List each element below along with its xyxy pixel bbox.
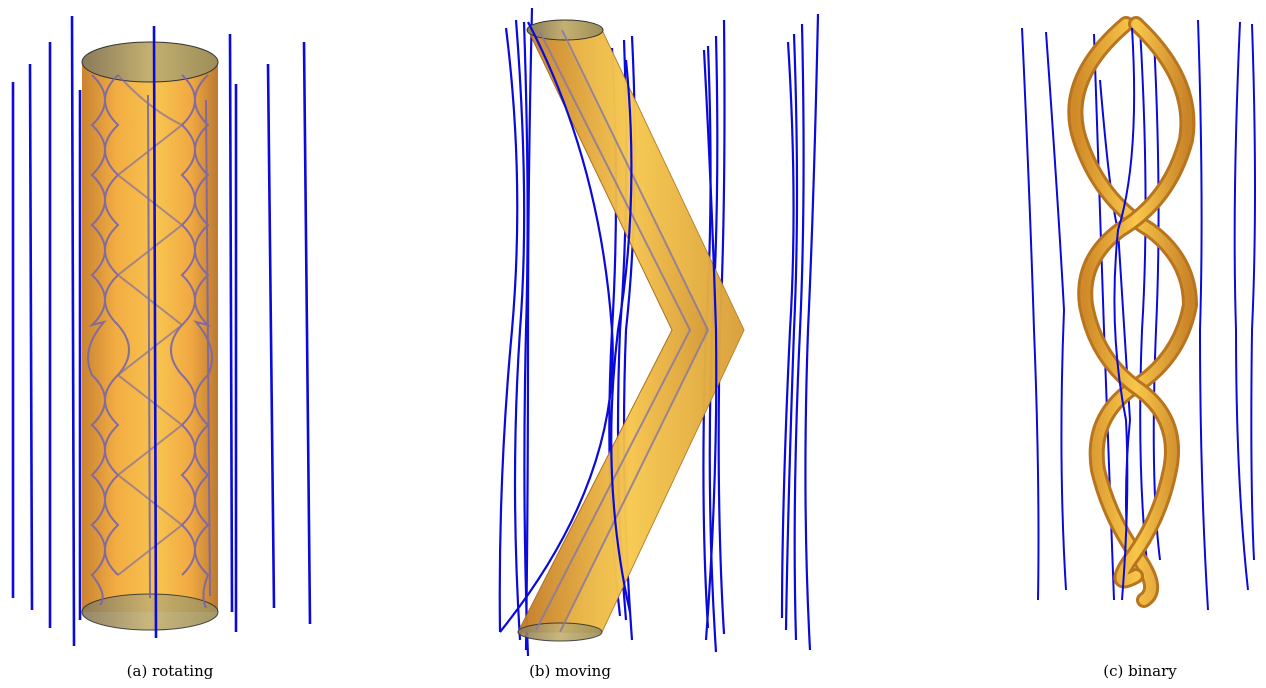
caption-moving: (b) moving <box>529 662 611 680</box>
field-lines-binary-back <box>1021 19 1256 611</box>
moving-interior-lines <box>535 29 710 633</box>
field-lines-binary-front <box>1113 27 1136 601</box>
field-lines-moving-back <box>498 7 820 657</box>
field-lines-moving-front <box>499 21 718 641</box>
panel-binary <box>1021 16 1256 611</box>
moving-top-cap <box>526 19 604 41</box>
field-lines-rotating-front <box>78 25 158 639</box>
cylinder-top-cap <box>81 41 219 83</box>
panel-rotating <box>11 15 312 647</box>
caption-rotating: (a) rotating <box>126 662 214 680</box>
caption-binary: (c) binary <box>1103 662 1177 680</box>
surface-helices <box>87 74 213 609</box>
moving-tube-shading <box>560 30 744 632</box>
field-lines-rotating-back <box>11 15 312 647</box>
binary-helices <box>1067 16 1199 608</box>
panel-moving <box>498 7 820 657</box>
